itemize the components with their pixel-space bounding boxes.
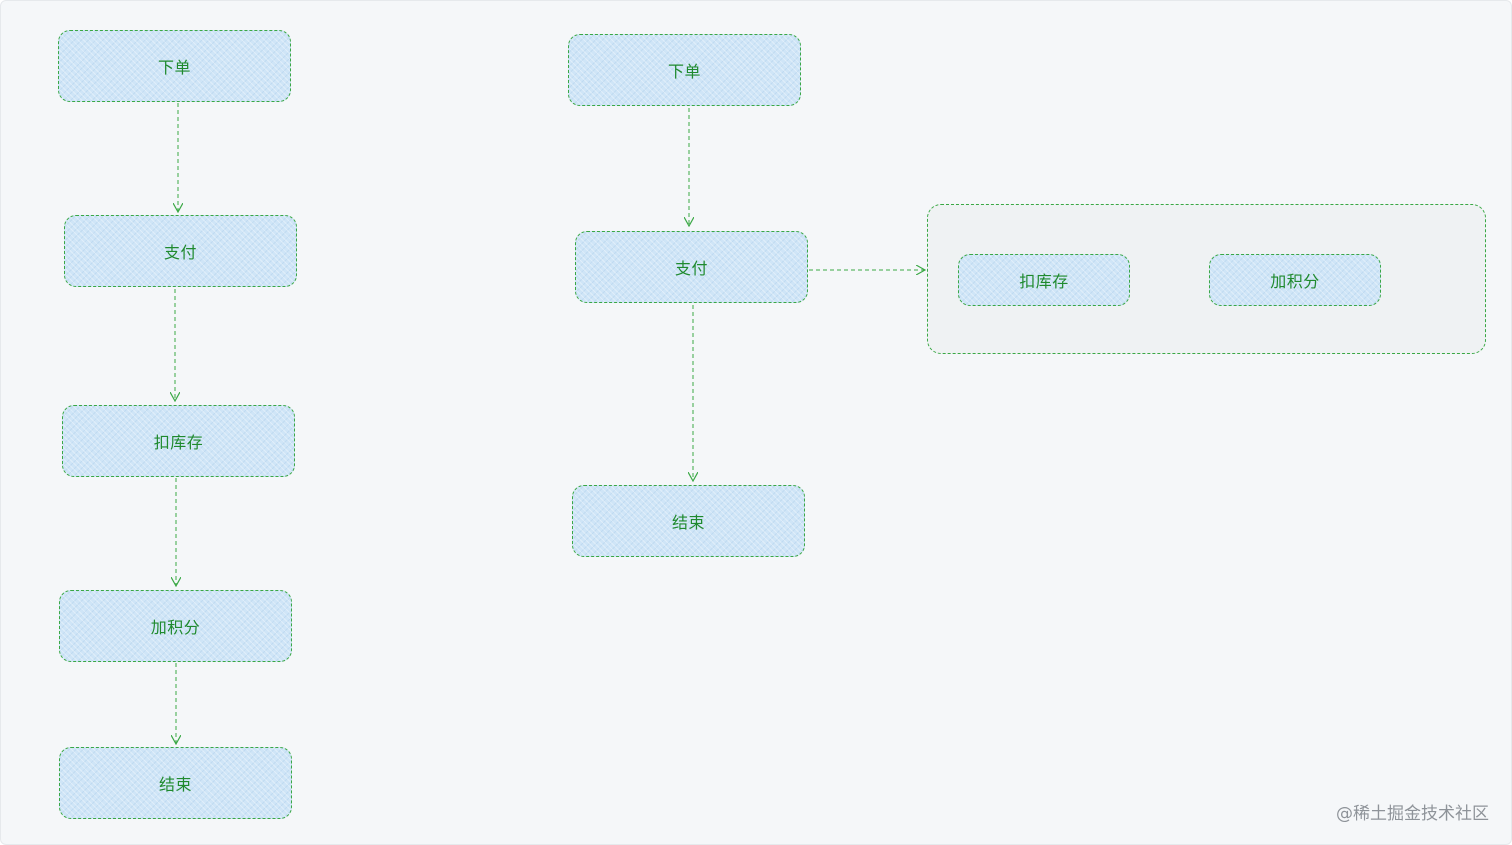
left-node-end: 结束 [59,747,292,819]
right-node-order: 下单 [568,34,801,106]
group-node-points-label: 加积分 [1270,272,1320,291]
right-node-order-label: 下单 [667,62,701,81]
left-node-stock-label: 扣库存 [153,433,204,452]
right-node-end: 结束 [572,485,805,557]
group-node-stock: 扣库存 [958,254,1130,306]
left-node-order-label: 下单 [157,58,191,77]
left-node-end-label: 结束 [158,775,192,794]
left-node-points-label: 加积分 [150,618,201,637]
left-node-pay: 支付 [64,215,297,287]
right-node-pay: 支付 [575,231,808,303]
right-node-pay-label: 支付 [674,259,708,278]
right-node-end-label: 结束 [671,513,705,532]
group-node-stock-label: 扣库存 [1019,272,1069,291]
left-node-stock: 扣库存 [62,405,295,477]
left-node-points: 加积分 [59,590,292,662]
watermark: @稀土掘金技术社区 [1336,804,1489,824]
left-node-pay-label: 支付 [163,243,197,262]
group-node-points: 加积分 [1209,254,1381,306]
left-node-order: 下单 [58,30,291,102]
